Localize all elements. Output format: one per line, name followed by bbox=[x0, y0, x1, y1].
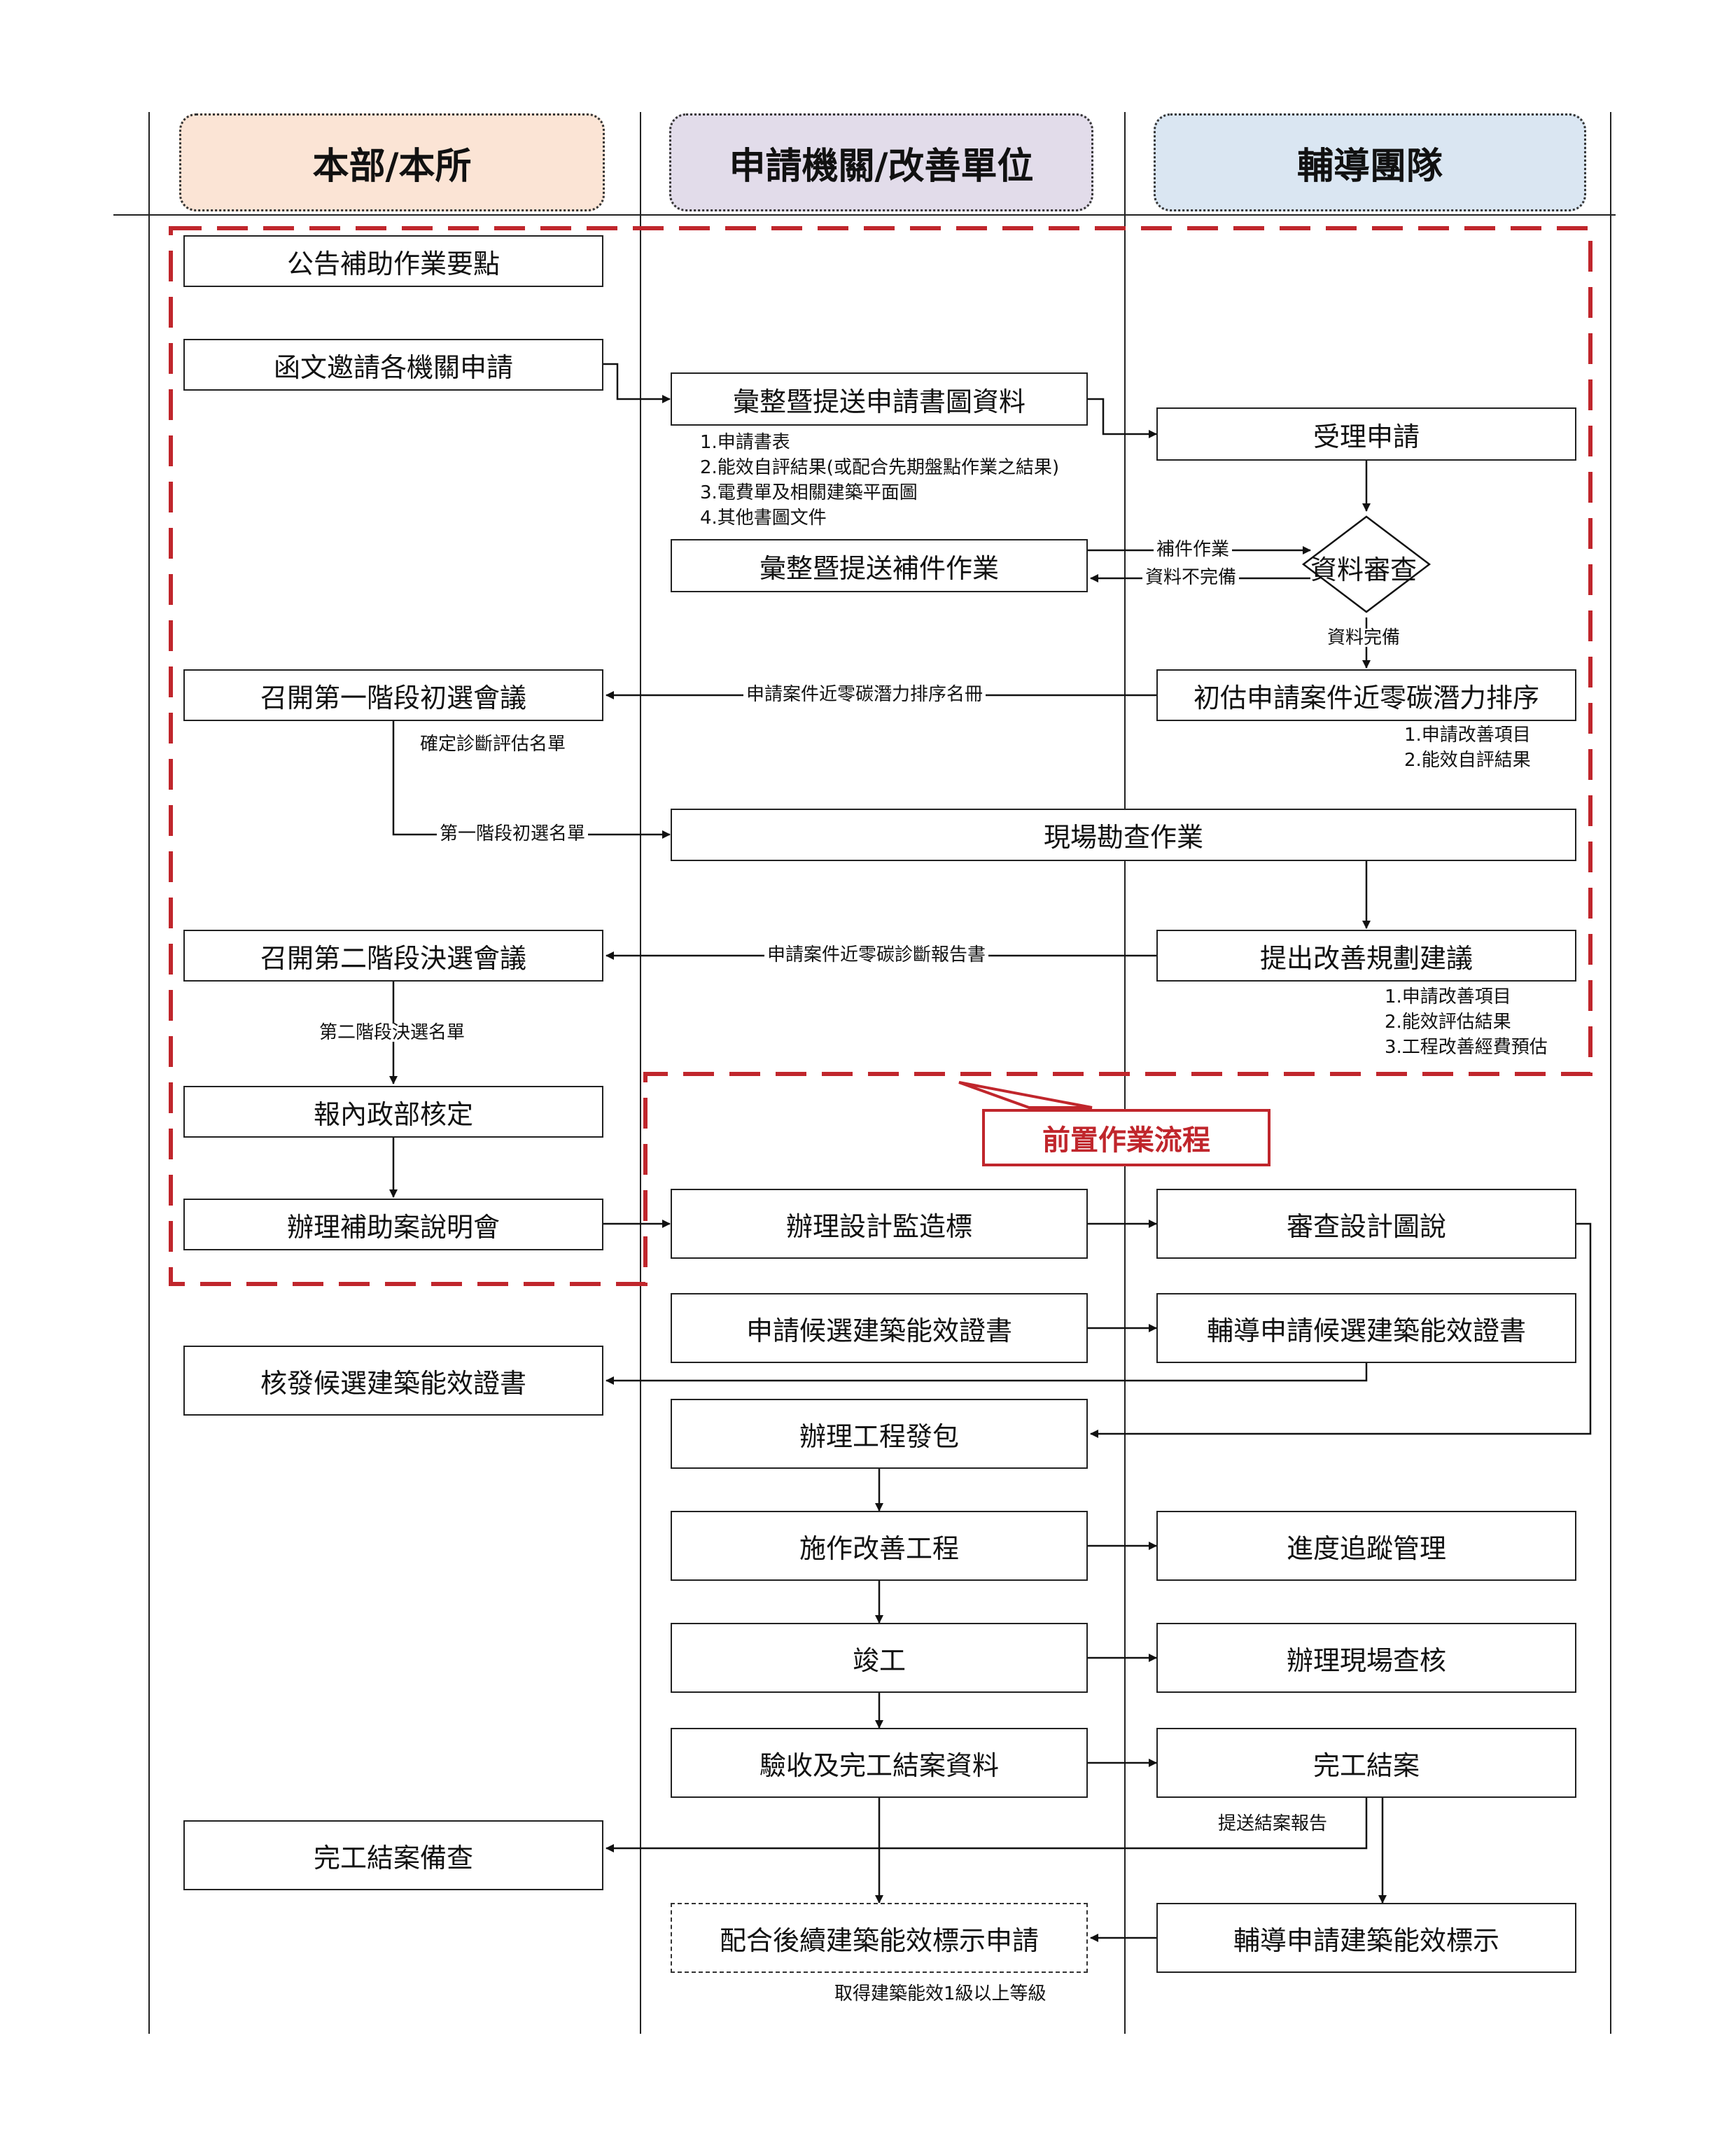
lane-header-consultant: 輔導團隊 bbox=[1154, 113, 1586, 211]
invite-box: 函文邀請各機關申請 bbox=[183, 339, 603, 391]
lane-divider-left bbox=[148, 112, 150, 2034]
compile-supplement-box: 彙整暨提送補件作業 bbox=[671, 539, 1088, 592]
compile-application-box: 彙整暨提送申請書圖資料 bbox=[671, 372, 1088, 426]
design-tender-box: 辦理設計監造標 bbox=[671, 1189, 1088, 1259]
confirm-list-label: 確定診斷評估名單 bbox=[420, 734, 566, 755]
lane-header-ministry: 本部/本所 bbox=[179, 113, 605, 211]
completion-box: 竣工 bbox=[671, 1623, 1088, 1693]
site-survey-box: 現場勘查作業 bbox=[671, 809, 1576, 861]
site-inspection-box: 辦理現場查核 bbox=[1156, 1623, 1576, 1693]
supplement-arrow-label: 補件作業 bbox=[1154, 540, 1233, 559]
accept-application-box: 受理申請 bbox=[1156, 407, 1576, 461]
header-divider bbox=[113, 214, 1616, 216]
label-requirement-note: 取得建築能效1級以上等級 bbox=[834, 1983, 1046, 2004]
lane-divider-right bbox=[1610, 112, 1611, 2034]
assist-candidate-cert-box: 輔導申請候選建築能效證書 bbox=[1156, 1293, 1576, 1363]
progress-tracking-box: 進度追蹤管理 bbox=[1156, 1511, 1576, 1581]
application-docs-note: 1.申請書表 2.能效自評結果(或配合先期盤點作業之結果) 3.電費單及相關建築… bbox=[700, 430, 1059, 531]
plan-items-note: 1.申請改善項目 2.能效評估結果 3.工程改善經費預估 bbox=[1385, 984, 1548, 1060]
note-line: 1.申請改善項目 bbox=[1404, 725, 1531, 746]
apply-candidate-cert-box: 申請候選建築能效證書 bbox=[671, 1293, 1088, 1363]
note-line: 3.工程改善經費預估 bbox=[1385, 1037, 1548, 1058]
announce-box: 公告補助作業要點 bbox=[183, 235, 603, 287]
report-ministry-box: 報內政部核定 bbox=[183, 1086, 603, 1138]
diagnosis-report-arrow-label: 申請案件近零碳診斷報告書 bbox=[764, 946, 989, 964]
lane-divider-1 bbox=[640, 112, 641, 2034]
note-line: 4.其他書圖文件 bbox=[700, 508, 827, 529]
review-diamond-label: 資料審查 bbox=[1310, 554, 1418, 585]
construction-box: 施作改善工程 bbox=[671, 1511, 1088, 1581]
issue-candidate-cert-box: 核發候選建築能效證書 bbox=[183, 1346, 603, 1416]
first-list-arrow-label: 第一階段初選名單 bbox=[437, 825, 589, 843]
follow-up-label-box: 配合後續建築能效標示申請 bbox=[671, 1903, 1088, 1973]
note-line: 1.申請改善項目 bbox=[1385, 986, 1511, 1007]
note-line: 1.申請書表 bbox=[700, 432, 790, 453]
review-diamond bbox=[1301, 515, 1432, 613]
improvement-plan-box: 提出改善規劃建議 bbox=[1156, 930, 1576, 982]
ranking-items-note: 1.申請改善項目 2.能效自評結果 bbox=[1404, 723, 1531, 773]
briefing-box: 辦理補助案說明會 bbox=[183, 1199, 603, 1250]
complete-arrow-label: 資料完備 bbox=[1324, 629, 1404, 647]
lane-header-applicant: 申請機關/改善單位 bbox=[669, 113, 1093, 211]
note-line: 3.電費單及相關建築平面圖 bbox=[700, 482, 918, 503]
second-list-arrow-label: 第二階段決選名單 bbox=[316, 1024, 468, 1042]
note-line: 2.能效自評結果 bbox=[1404, 750, 1531, 771]
pre-work-process-callout: 前置作業流程 bbox=[982, 1109, 1270, 1166]
note-line: 2.能效自評結果(或配合先期盤點作業之結果) bbox=[700, 457, 1060, 478]
first-stage-meeting-box: 召開第一階段初選會議 bbox=[183, 669, 603, 721]
case-closure-box: 完工結案 bbox=[1156, 1728, 1576, 1798]
note-line: 2.能效評估結果 bbox=[1385, 1012, 1511, 1033]
assist-label-box: 輔導申請建築能效標示 bbox=[1156, 1903, 1576, 1973]
closure-report-label: 提送結案報告 bbox=[1218, 1813, 1328, 1834]
contract-award-box: 辦理工程發包 bbox=[671, 1399, 1088, 1469]
ranking-list-arrow-label: 申請案件近零碳潛力排序名冊 bbox=[743, 685, 986, 704]
initial-ranking-box: 初估申請案件近零碳潛力排序 bbox=[1156, 669, 1576, 721]
incomplete-arrow-label: 資料不完備 bbox=[1142, 568, 1240, 587]
acceptance-box: 驗收及完工結案資料 bbox=[671, 1728, 1088, 1798]
review-design-box: 審查設計圖說 bbox=[1156, 1189, 1576, 1259]
closure-filing-box: 完工結案備查 bbox=[183, 1820, 603, 1890]
second-stage-meeting-box: 召開第二階段決選會議 bbox=[183, 930, 603, 982]
